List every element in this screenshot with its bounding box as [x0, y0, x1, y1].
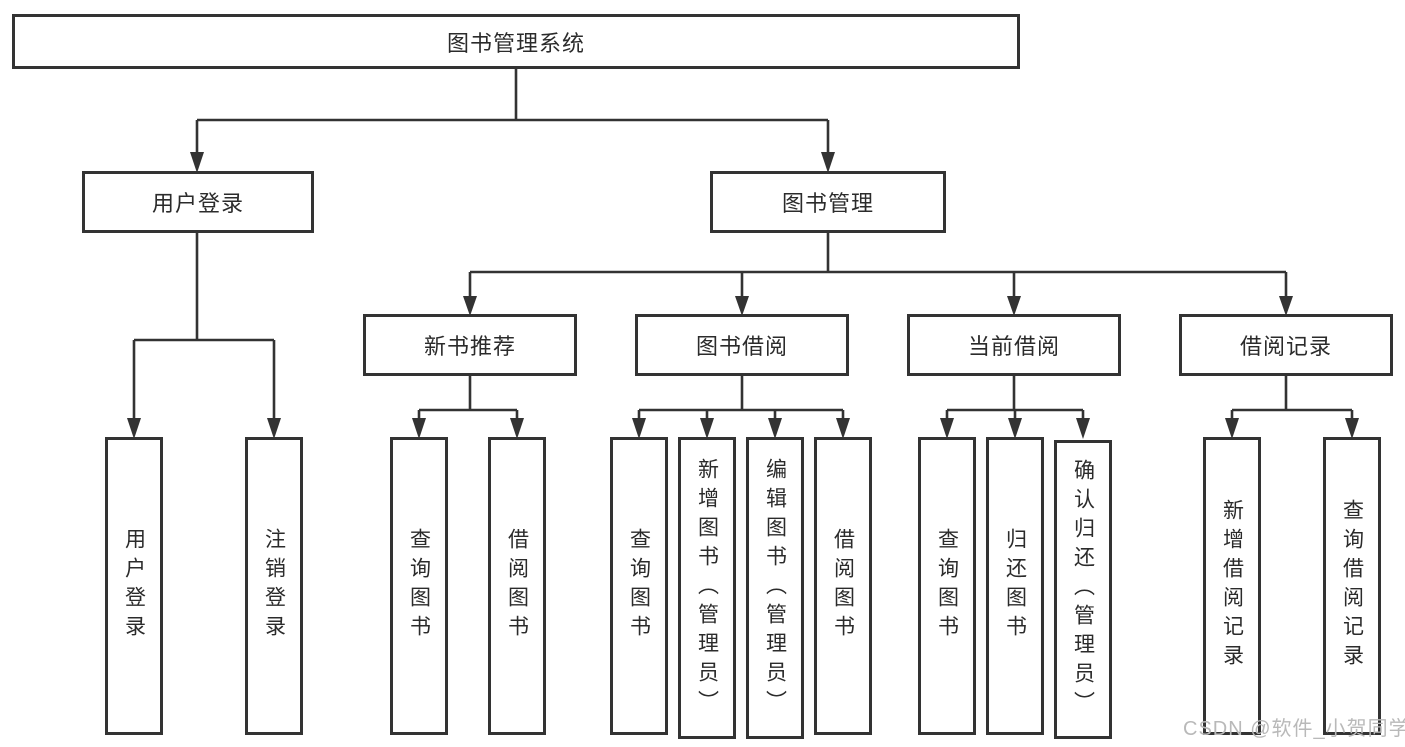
- leaf-confirm-return-admin: 确认归还（管理员）: [1054, 440, 1112, 739]
- node-current-borrow: 当前借阅: [907, 314, 1121, 376]
- node-label: 编辑图书（管理员）: [763, 457, 787, 719]
- node-new-book-recommend: 新书推荐: [363, 314, 577, 376]
- leaf-query-borrow-record: 查询借阅记录: [1323, 437, 1381, 735]
- node-label: 借阅记录: [1239, 334, 1332, 359]
- node-label: 新书推荐: [423, 334, 516, 359]
- leaf-logout: 注销登录: [245, 437, 303, 735]
- leaf-query-book-borrow: 查询图书: [610, 437, 668, 735]
- leaf-add-borrow-record: 新增借阅记录: [1203, 437, 1261, 735]
- node-label: 新增借阅记录: [1220, 499, 1244, 673]
- leaf-user-login: 用户登录: [105, 437, 163, 735]
- node-label: 查询图书: [407, 528, 431, 644]
- leaf-return-book: 归还图书: [986, 437, 1044, 735]
- leaf-borrow-book-recommend: 借阅图书: [488, 437, 546, 735]
- node-user-login: 用户登录: [82, 171, 314, 233]
- node-label: 归还图书: [1003, 528, 1027, 644]
- node-label: 查询借阅记录: [1340, 499, 1364, 673]
- node-label: 借阅图书: [505, 528, 529, 644]
- leaf-add-book-admin: 新增图书（管理员）: [678, 437, 736, 739]
- node-label: 确认归还（管理员）: [1071, 459, 1095, 720]
- node-label: 用户登录: [151, 191, 244, 216]
- leaf-borrow-book: 借阅图书: [814, 437, 872, 735]
- node-label: 图书管理: [781, 191, 874, 216]
- leaf-query-book-recommend: 查询图书: [390, 437, 448, 735]
- node-label: 查询图书: [935, 528, 959, 644]
- node-label: 当前借阅: [967, 334, 1060, 359]
- leaf-edit-book-admin: 编辑图书（管理员）: [746, 437, 804, 739]
- node-book-management: 图书管理: [710, 171, 946, 233]
- node-label: 借阅图书: [831, 528, 855, 644]
- node-label: 用户登录: [122, 528, 146, 644]
- csdn-watermark: CSDN @软件_小贺同学: [1183, 718, 1405, 740]
- node-borrow-records: 借阅记录: [1179, 314, 1393, 376]
- leaf-query-book-current: 查询图书: [918, 437, 976, 735]
- node-label: 新增图书（管理员）: [695, 457, 719, 719]
- node-label: 图书借阅: [695, 334, 788, 359]
- node-label: 图书管理系统: [446, 30, 585, 56]
- node-label: 查询图书: [627, 528, 651, 644]
- node-library-management-system: 图书管理系统: [12, 14, 1020, 69]
- node-label: 注销登录: [262, 528, 286, 644]
- node-book-borrow: 图书借阅: [635, 314, 849, 376]
